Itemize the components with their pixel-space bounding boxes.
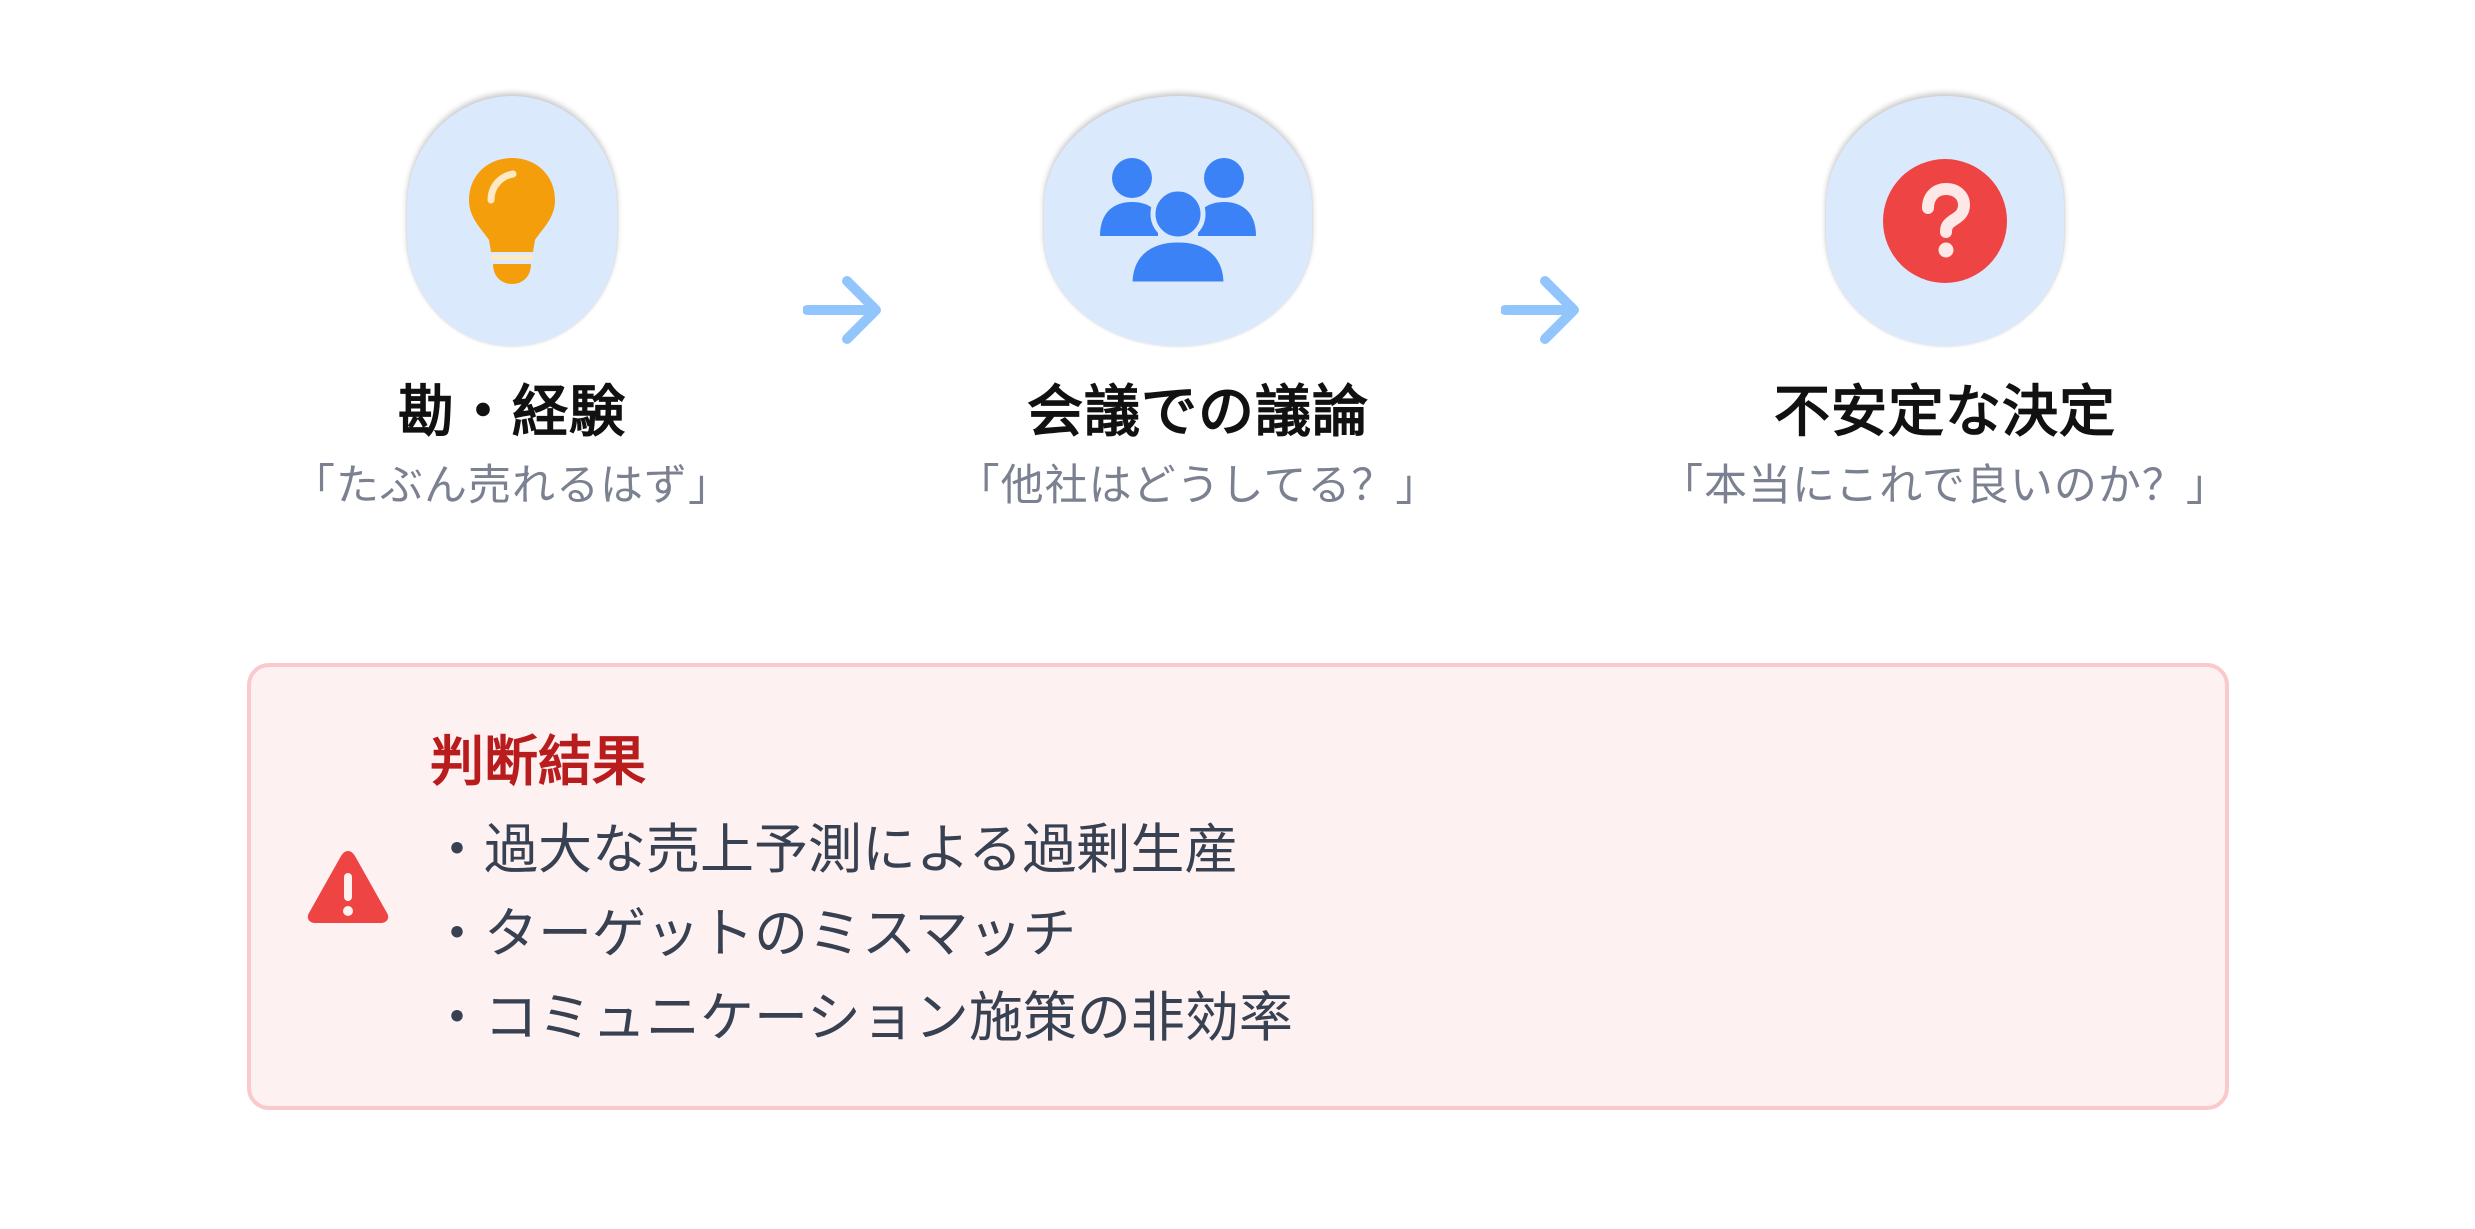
step-quote: 「他社はどうしてる？」 [956, 461, 1440, 511]
step-icon-circle [407, 96, 617, 346]
arrow-right-icon [803, 276, 881, 344]
list-item: ・過大な売上予測による過剰生産 [430, 818, 1239, 881]
step-quote: 「本当にこれで良いのか？」 [1660, 461, 2230, 511]
list-item: ・ターゲットのミスマッチ [430, 902, 1077, 965]
warning-triangle-icon [307, 851, 389, 923]
step-title: 会議での議論 [1027, 380, 1369, 445]
result-panel [247, 663, 2229, 1110]
result-title: 判断結果 [430, 730, 646, 793]
people-group-icon [1100, 158, 1256, 286]
arrow-right-icon [1501, 276, 1579, 344]
step-title: 勘・経験 [398, 380, 626, 445]
step-icon-circle [1826, 96, 2064, 346]
result-list: ・過大な売上予測による過剰生産 ・ターゲットのミスマッチ ・コミュニケーション施… [430, 808, 1293, 1060]
lightbulb-icon [469, 158, 555, 284]
step-title: 不安定な決定 [1774, 380, 2116, 445]
step-quote: 「たぶん売れるはず」 [292, 461, 732, 511]
step-icon-circle [1044, 96, 1312, 346]
question-circle-icon [1883, 159, 2007, 283]
list-item: ・コミュニケーション施策の非効率 [430, 986, 1293, 1049]
